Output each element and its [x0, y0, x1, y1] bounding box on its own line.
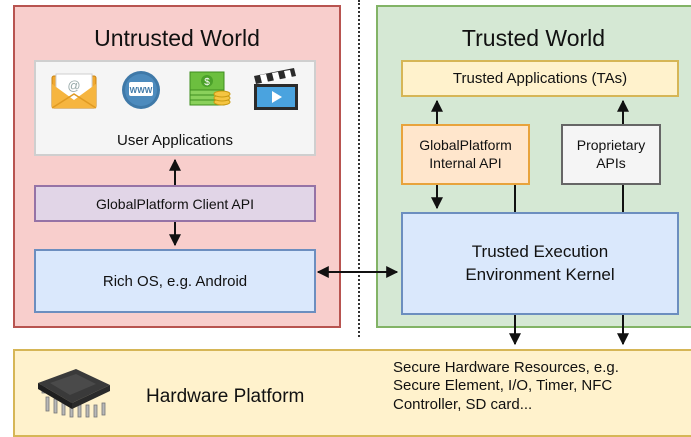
web-browser-icon: WWW [122, 71, 160, 109]
globalplatform-internal-api-box: GlobalPlatform Internal API [401, 124, 530, 185]
hardware-platform-label: Hardware Platform [146, 386, 305, 407]
microchip-icon [38, 369, 110, 418]
trusted-world-title: Trusted World [461, 25, 606, 51]
globalplatform-client-api-label: GlobalPlatform Client API [96, 195, 254, 212]
world-divider [358, 0, 360, 337]
proprietary-api-line: Proprietary [576, 137, 646, 153]
secure-hardware-resources-box [377, 349, 691, 437]
proprietary-api-line: APIs [596, 154, 626, 171]
rich-os-label: Rich OS, e.g. Android [102, 272, 248, 290]
secure-resources-line: Secure Hardware Resources, e.g. [393, 359, 619, 376]
svg-text:WWW: WWW [130, 86, 153, 95]
proprietary-apis-box: Proprietary APIs [561, 124, 661, 185]
trusted-applications-label: Trusted Applications (TAs) [452, 70, 628, 87]
secure-resources-line: Secure Element, I/O, Timer, NFC [393, 377, 613, 395]
user-applications-label: User Applications [117, 132, 233, 149]
svg-text:@: @ [67, 78, 80, 93]
email-icon: @ [51, 73, 97, 109]
trusted-applications-box: Trusted Applications (TAs) [401, 60, 679, 97]
secure-hardware-resources-text: Secure Hardware Resources, e.g. Secure E… [393, 359, 689, 414]
tee-kernel-line: Environment Kernel [465, 264, 615, 284]
untrusted-world-title: Untrusted World [94, 25, 260, 51]
tee-kernel-line: Trusted Execution [471, 242, 609, 262]
rich-os-box: Rich OS, e.g. Android [34, 249, 316, 313]
video-clapper-icon [254, 68, 298, 110]
money-icon: $ [189, 71, 231, 106]
globalplatform-client-api-box: GlobalPlatform Client API [34, 185, 316, 222]
user-applications-box: @ WWW $ User Applications [34, 60, 316, 156]
tee-kernel-box: Trusted Execution Environment Kernel [401, 212, 679, 315]
secure-resources-line: Controller, SD card... [393, 395, 533, 413]
internal-api-line: GlobalPlatform [419, 137, 512, 153]
svg-text:$: $ [204, 77, 210, 88]
internal-api-line: Internal API [429, 154, 502, 171]
